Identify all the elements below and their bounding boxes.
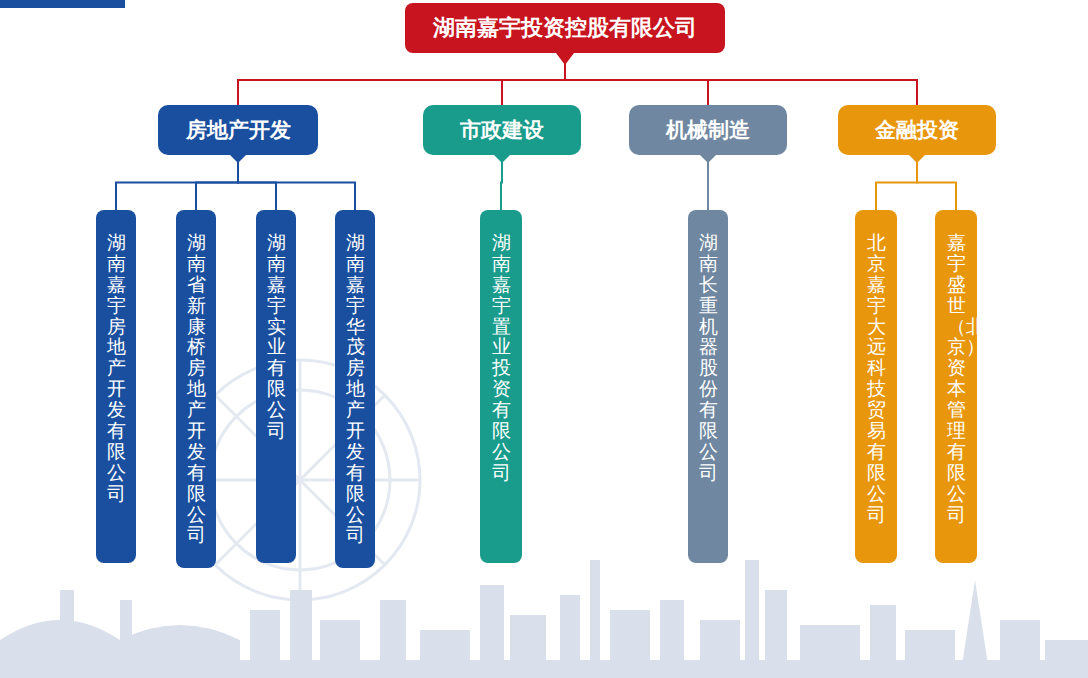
org-connector xyxy=(876,155,917,210)
node-label: 湖南省新康桥房地产开发有限公司 xyxy=(187,232,206,545)
node-label: 嘉宇盛世（北京）资本管理有限公司 xyxy=(947,232,966,524)
division-box: 市政建设 xyxy=(423,105,581,155)
node-label: 湖南嘉宇置业投资有限公司 xyxy=(492,232,511,483)
holding-company-box: 湖南嘉宇投资控股有限公司 xyxy=(405,3,725,53)
node-label: 湖南嘉宇房地产开发有限公司 xyxy=(107,232,126,504)
subsidiary-box: 湖南省新康桥房地产开发有限公司 xyxy=(176,210,216,568)
division-box: 房地产开发 xyxy=(158,105,318,155)
org-connector xyxy=(707,155,709,210)
node-label: 湖南嘉宇投资控股有限公司 xyxy=(433,13,697,43)
node-label: 市政建设 xyxy=(460,116,544,144)
node-label: 北京嘉宇大远科技贸易有限公司 xyxy=(867,232,886,524)
subsidiary-box: 湖南嘉宇华茂房地产开发有限公司 xyxy=(335,210,375,568)
org-connector xyxy=(238,53,565,105)
division-box: 机械制造 xyxy=(629,105,787,155)
subsidiary-box: 湖南嘉宇置业投资有限公司 xyxy=(480,210,522,563)
org-connector xyxy=(502,53,565,105)
subsidiary-box: 嘉宇盛世（北京）资本管理有限公司 xyxy=(935,210,977,563)
node-label: 湖南嘉宇华茂房地产开发有限公司 xyxy=(346,232,365,545)
node-label: 房地产开发 xyxy=(186,116,291,144)
org-connector xyxy=(501,155,502,210)
org-connector xyxy=(917,155,956,210)
subsidiary-box: 北京嘉宇大远科技贸易有限公司 xyxy=(855,210,897,563)
node-label: 金融投资 xyxy=(875,116,959,144)
subsidiary-box: 湖南嘉宇实业有限公司 xyxy=(256,210,296,563)
subsidiary-box: 湖南嘉宇房地产开发有限公司 xyxy=(96,210,136,563)
division-box: 金融投资 xyxy=(838,105,996,155)
org-connector xyxy=(196,155,238,210)
node-label: 湖南长重机器股份有限公司 xyxy=(699,232,718,483)
city-skyline xyxy=(0,560,1088,678)
subsidiary-box: 湖南长重机器股份有限公司 xyxy=(688,210,728,563)
org-connector xyxy=(238,155,355,210)
node-label: 机械制造 xyxy=(666,116,750,144)
org-connector xyxy=(565,53,917,105)
node-label: 湖南嘉宇实业有限公司 xyxy=(267,232,286,441)
org-connector xyxy=(116,155,238,210)
corner-bar xyxy=(0,0,125,8)
ferris-wheel xyxy=(180,360,420,600)
